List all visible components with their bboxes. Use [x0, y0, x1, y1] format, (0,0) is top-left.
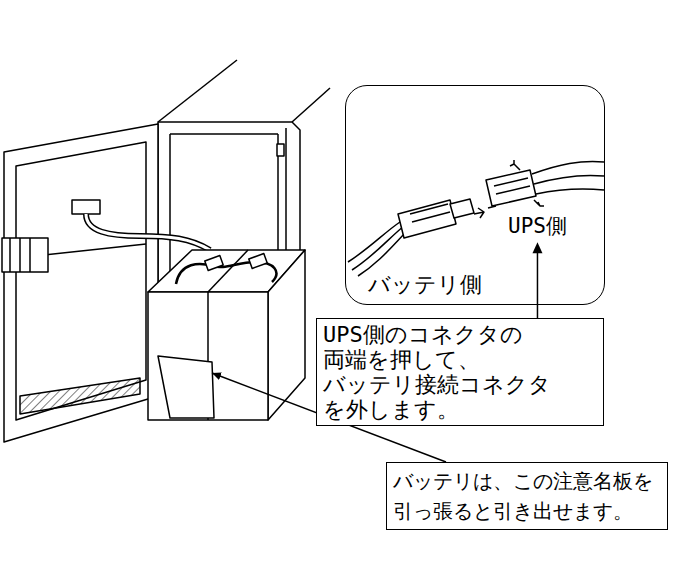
connector-label: バッテリ側 [366, 272, 484, 297]
ups-plug [486, 170, 536, 206]
cabinet-edge [158, 60, 237, 122]
battery-plug-tip [450, 199, 474, 218]
door-inner [16, 142, 146, 420]
door-handle [19, 238, 21, 272]
cabinet-inner [170, 133, 278, 135]
battery-split [208, 250, 248, 292]
plug-rib [410, 204, 448, 214]
door-handle [29, 238, 31, 272]
cable [86, 214, 210, 250]
pull-arrow [488, 206, 496, 208]
plug-rib [412, 212, 450, 222]
battery-front [148, 292, 268, 420]
callout-box: UPS側のコネクタの 両端を押して、 バッテリ接続コネクタ を外します。 [316, 318, 604, 426]
connector-label: UPS側 [506, 214, 569, 238]
inset-panel: UPS側バッテリ側 [345, 85, 605, 305]
plug-rib [496, 186, 530, 194]
cabinet-edge [292, 88, 330, 122]
callout-text: バッテリは、この注意名板を 引っ張ると引き出せます。 [393, 466, 661, 526]
callout-text: UPS側のコネクタの 両端を押して、 バッテリ接続コネクタ を外します。 [323, 322, 597, 422]
ups-side-wires [532, 162, 604, 195]
door [4, 124, 158, 442]
callout-box: バッテリは、この注意名板を 引っ張ると引き出せます。 [386, 462, 668, 530]
door-handle [9, 238, 11, 272]
pointer-arrow [532, 242, 542, 318]
battery-plug [398, 200, 456, 238]
door-vent [20, 378, 140, 414]
latch [277, 144, 284, 156]
door-handle [2, 238, 48, 272]
press-arrow [510, 160, 520, 170]
press-arrow [534, 200, 544, 206]
cable [86, 214, 210, 250]
battery-connector [249, 254, 267, 269]
pull-arrow [474, 208, 484, 218]
battery-connector [205, 256, 223, 271]
warning-plate [158, 356, 214, 418]
plug-rib [494, 178, 528, 186]
battery-side [268, 250, 305, 420]
battery-side-wires [348, 222, 408, 276]
door-connector [72, 200, 100, 214]
arrow-head [532, 242, 542, 253]
arrow-shaft [537, 250, 539, 318]
